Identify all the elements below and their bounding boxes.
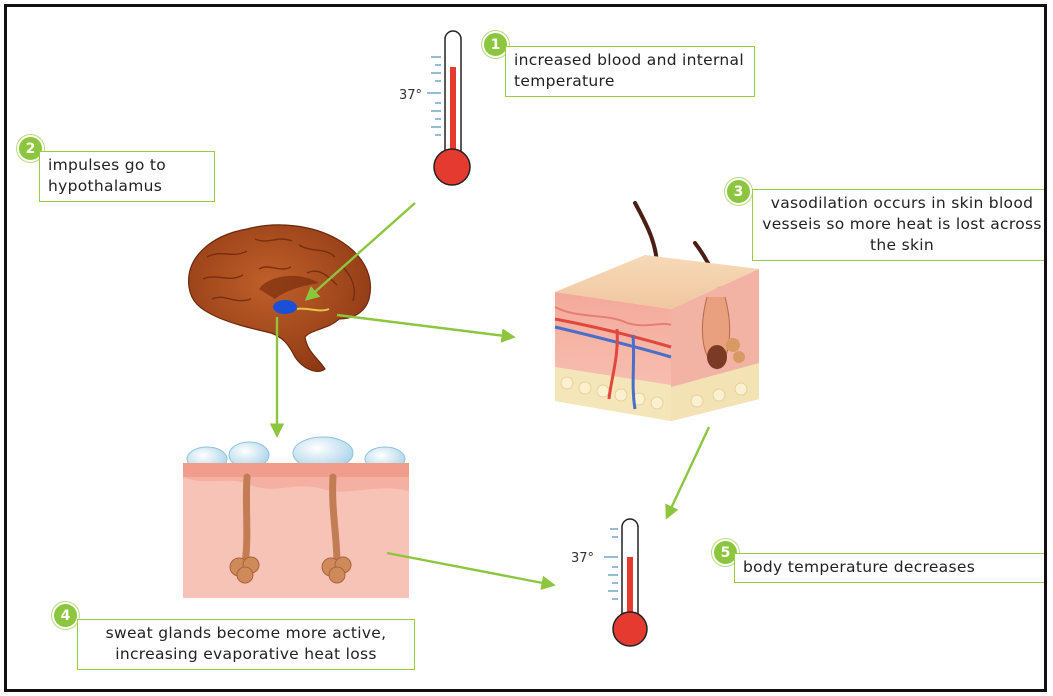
step-2-callout: impulses go to hypothalamus [39, 151, 215, 202]
step-3-badge: 3 [725, 178, 752, 205]
skin-sweat-illustration [183, 437, 409, 598]
brain-illustration [189, 225, 371, 371]
arrow-skin-to-thermometer [667, 427, 709, 517]
thermometer-bottom-label: 37° [571, 551, 594, 566]
skin-vasodilation-illustration [555, 203, 759, 421]
arrow-sweat-to-thermometer [387, 553, 553, 585]
thermometer-bottom [604, 519, 647, 646]
thermometer-top [427, 31, 470, 185]
diagram-frame: 37° 37° 1 increased blood and internal t… [4, 4, 1047, 692]
step-5-callout: body temperature decreases [734, 553, 1047, 583]
thermometer-top-label: 37° [399, 88, 422, 103]
arrow-hypothalamus-to-skin [337, 315, 513, 337]
step-4-badge: 4 [52, 602, 79, 629]
step-3-callout: vasodilation occurs in skin blood vessei… [752, 189, 1047, 261]
step-1-callout: increased blood and internal temperature [505, 46, 755, 97]
diagram-artwork: 37° 37° [7, 7, 1047, 692]
step-4-callout: sweat glands become more active, increas… [77, 619, 415, 670]
